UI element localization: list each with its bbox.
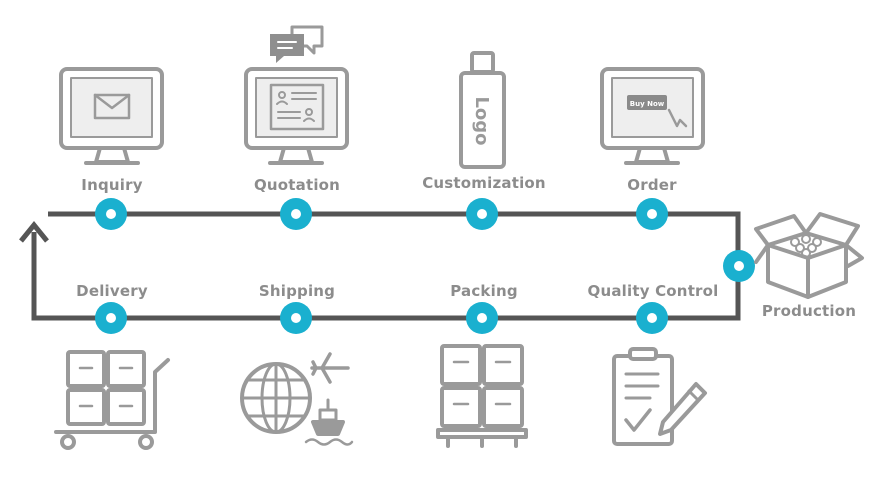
step-label-production: Production — [761, 302, 857, 320]
node-delivery — [95, 302, 127, 334]
globe-plane-ship-icon — [240, 352, 354, 446]
node-quotation — [280, 198, 312, 230]
chat-bubbles-icon — [270, 25, 324, 63]
flow-arrowhead — [19, 221, 49, 243]
node-production — [723, 250, 755, 282]
step-label-quotation: Quotation — [253, 176, 341, 194]
node-customization — [466, 198, 498, 230]
step-label-delivery: Delivery — [76, 282, 148, 300]
flow-loop-line — [31, 211, 741, 321]
pallet-boxes-icon — [436, 344, 528, 448]
step-label-customization: Customization — [422, 174, 546, 192]
node-packing — [466, 302, 498, 334]
node-quality-control — [636, 302, 668, 334]
hand-truck-boxes-icon — [54, 350, 170, 450]
step-label-quality-control: Quality Control — [587, 282, 719, 300]
step-label-order: Order — [627, 176, 677, 194]
step-label-shipping: Shipping — [258, 282, 336, 300]
usb-logo-icon — [459, 51, 506, 169]
usb-logo-text: Logo — [471, 96, 492, 145]
clipboard-pencil-icon — [612, 347, 707, 446]
node-shipping — [280, 302, 312, 334]
node-order — [636, 198, 668, 230]
node-inquiry — [95, 198, 127, 230]
monitor-id-card-chat-icon — [244, 67, 349, 165]
open-box-icon — [754, 212, 864, 299]
step-label-packing: Packing — [450, 282, 518, 300]
buy-now-text: Buy Now — [630, 100, 665, 108]
monitor-buy-now-icon — [600, 67, 705, 165]
monitor-envelope-icon — [59, 67, 164, 165]
step-label-inquiry: Inquiry — [81, 176, 143, 194]
